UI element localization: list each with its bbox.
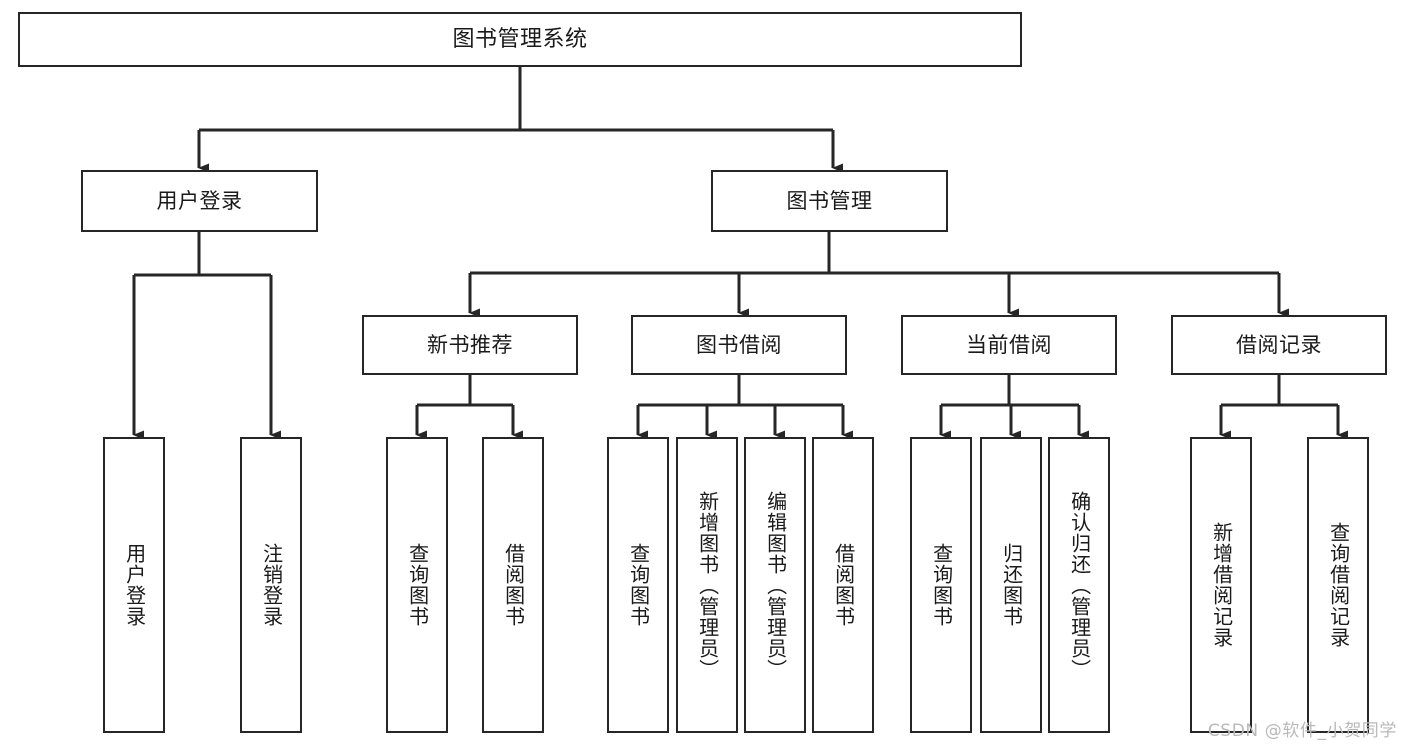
node-leaf[interactable]: 新增图书（管理员） (676, 437, 738, 733)
watermark: CSDN @软件_小贺同学 (1207, 721, 1397, 741)
node-leaf[interactable]: 借阅图书 (482, 437, 544, 733)
node-label: 查询图书 (405, 543, 430, 627)
node-leaf[interactable]: 确认归还（管理员） (1048, 437, 1110, 733)
node-label: 新增图书（管理员） (695, 490, 720, 680)
node-root-label: 图书管理系统 (452, 26, 588, 52)
node-leaf[interactable]: 注销登录 (240, 437, 302, 733)
node-leaf[interactable]: 借阅图书 (812, 437, 874, 733)
node-label: 借阅图书 (501, 543, 526, 627)
node-leaf[interactable]: 新增借阅记录 (1190, 437, 1252, 733)
node-root[interactable]: 图书管理系统 (18, 12, 1022, 67)
node-label: 注销登录 (259, 543, 284, 627)
node-label: 用户登录 (156, 188, 243, 213)
node-level3-new-book-recommend[interactable]: 新书推荐 (362, 315, 578, 375)
node-label: 查询图书 (929, 543, 954, 627)
node-level3-current-borrow[interactable]: 当前借阅 (901, 315, 1117, 375)
node-label: 借阅图书 (831, 543, 856, 627)
node-label: 归还图书 (999, 543, 1024, 627)
node-label: 当前借阅 (966, 332, 1052, 357)
node-label: 借阅记录 (1236, 332, 1322, 357)
node-leaf[interactable]: 用户登录 (103, 437, 165, 733)
node-label: 新增借阅记录 (1209, 522, 1234, 648)
node-label: 图书管理 (786, 188, 873, 213)
node-leaf[interactable]: 查询借阅记录 (1307, 437, 1369, 733)
node-level2-user-login[interactable]: 用户登录 (81, 170, 318, 232)
node-level3-book-borrow[interactable]: 图书借阅 (631, 315, 847, 375)
node-level3-borrow-record[interactable]: 借阅记录 (1171, 315, 1387, 375)
node-leaf[interactable]: 查询图书 (607, 437, 669, 733)
node-level2-book-management[interactable]: 图书管理 (711, 170, 948, 232)
node-leaf[interactable]: 归还图书 (980, 437, 1042, 733)
node-label: 查询借阅记录 (1326, 522, 1351, 648)
node-leaf[interactable]: 查询图书 (910, 437, 972, 733)
node-label: 新书推荐 (427, 332, 513, 357)
node-label: 图书借阅 (696, 332, 782, 357)
node-label: 查询图书 (626, 543, 651, 627)
node-leaf[interactable]: 查询图书 (386, 437, 448, 733)
node-leaf[interactable]: 编辑图书（管理员） (744, 437, 806, 733)
node-label: 用户登录 (122, 543, 147, 627)
node-label: 确认归还（管理员） (1067, 490, 1092, 680)
node-label: 编辑图书（管理员） (763, 490, 788, 680)
